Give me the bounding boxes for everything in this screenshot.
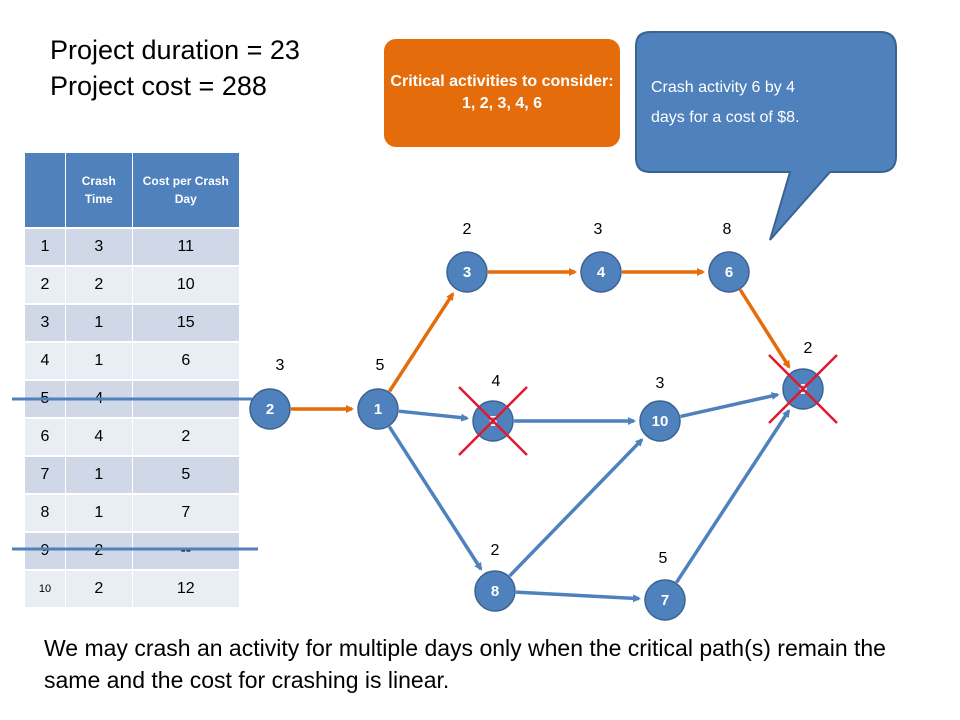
node-id-label: 3	[463, 264, 471, 281]
edge-1-to-8	[387, 425, 483, 571]
activity-node-4: 43	[580, 221, 622, 293]
cross-mark-node-5-2	[458, 386, 528, 456]
cost-cell: --	[131, 531, 241, 571]
cross-mark-node-9-2	[768, 354, 838, 424]
edge-7-to-9	[675, 409, 791, 584]
edge-8-to-10	[508, 438, 644, 578]
header-crash-time: Crash Time	[65, 152, 133, 229]
node-id-label: 10	[652, 413, 669, 430]
crash-time-cell: 3	[65, 227, 133, 267]
cost-cell: 10	[131, 265, 241, 305]
duration-label-6: 8	[723, 221, 732, 238]
table-row: 92--	[24, 531, 241, 571]
duration-label-10: 3	[656, 375, 665, 392]
crash-time-cell: 4	[65, 417, 133, 457]
activity-node-8: 82	[474, 542, 516, 612]
activity-node-3: 32	[446, 221, 488, 293]
speech-bubble-line2: days for a cost of $8.	[651, 109, 800, 126]
activity-node-6: 68	[708, 221, 750, 293]
cost-cell: 6	[131, 341, 241, 381]
node-id-label: 6	[725, 264, 733, 281]
cost-cell: 2	[131, 417, 241, 457]
duration-label-5: 4	[492, 373, 501, 390]
critical-activities-box: Critical activities to consider: 1, 2, 3…	[384, 39, 620, 147]
node-id-label: 4	[597, 264, 606, 281]
duration-label-1: 5	[376, 357, 385, 374]
node-circle	[708, 251, 750, 293]
crash-time-cell: 2	[65, 569, 133, 608]
critical-activities-list: 1, 2, 3, 4, 6	[461, 95, 543, 112]
activity-cell: 6	[24, 417, 66, 457]
activity-node-2: 23	[249, 357, 291, 430]
node-circle	[580, 251, 622, 293]
crash-table-header: Crash Time Cost per Crash Day	[24, 152, 241, 229]
project-duration: Project duration = 23	[50, 35, 300, 65]
crash-time-cell: 1	[65, 303, 133, 343]
activity-cell: 8	[24, 493, 66, 533]
node-id-label: 1	[374, 401, 382, 418]
duration-label-2: 3	[276, 357, 285, 374]
duration-label-3: 2	[463, 221, 472, 238]
cost-cell: 7	[131, 493, 241, 533]
edge-1-to-3	[387, 292, 455, 393]
footer-note: We may crash an activity for multiple da…	[44, 635, 886, 693]
activity-cell: 7	[24, 455, 66, 495]
crash-time-cell: 1	[65, 341, 133, 381]
duration-label-7: 5	[659, 550, 668, 567]
duration-label-8: 2	[491, 542, 500, 559]
project-cost: Project cost = 288	[50, 71, 267, 101]
duration-label-9: 2	[804, 340, 813, 357]
edge-10-to-9	[680, 392, 780, 419]
cost-cell: 5	[131, 455, 241, 495]
crossed-out-marks	[458, 354, 838, 456]
activity-node-7: 75	[644, 550, 686, 621]
speech-bubble-line1: Crash activity 6 by 4	[651, 79, 795, 96]
node-circle	[249, 388, 291, 430]
duration-label-4: 3	[594, 221, 603, 238]
activity-cell: 9	[24, 531, 66, 571]
crash-time-cell: 1	[65, 493, 133, 533]
node-circle	[357, 388, 399, 430]
header-cost-per-day: Cost per Crash Day	[131, 152, 241, 229]
edge-6-to-9	[738, 288, 791, 369]
cost-cell: 15	[131, 303, 241, 343]
activity-node-1: 15	[357, 357, 399, 430]
edge-8-to-7	[515, 590, 642, 603]
cost-cell: 12	[131, 569, 241, 608]
activity-node-10: 10 3	[639, 375, 681, 442]
node-circle	[639, 400, 681, 442]
network-edges	[291, 268, 791, 603]
activity-cell: 2	[24, 265, 66, 305]
critical-activities-heading: Critical activities to consider:	[390, 73, 614, 90]
crash-time-cell: 1	[65, 455, 133, 495]
edge-1-to-5	[398, 409, 470, 422]
activity-cell: 4	[24, 341, 66, 381]
node-circle	[474, 570, 516, 612]
activity-cell: 10	[24, 569, 66, 608]
node-id-label: 8	[491, 583, 499, 600]
speech-bubble-shape	[635, 31, 897, 241]
header-activity	[24, 152, 66, 229]
crash-time-cell: 2	[65, 531, 133, 571]
node-id-label: 7	[661, 592, 669, 609]
activity-cell: 3	[24, 303, 66, 343]
speech-bubble: Crash activity 6 by 4 days for a cost of…	[635, 31, 897, 241]
node-circle	[446, 251, 488, 293]
node-id-label: 2	[266, 401, 274, 418]
node-circle	[644, 579, 686, 621]
